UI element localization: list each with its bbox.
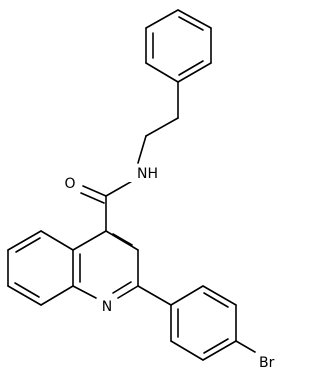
amide-group bbox=[80, 179, 135, 232]
label-bromine: Br bbox=[257, 352, 283, 371]
aryl-bond bbox=[137, 285, 172, 306]
label-oxygen: O bbox=[62, 173, 78, 192]
phenyl-ring bbox=[145, 9, 212, 83]
atom-oxygen: O bbox=[64, 176, 75, 192]
atom-amide-nh: NH bbox=[137, 166, 158, 182]
quinoline-benzo-ring bbox=[7, 230, 74, 306]
atom-ring-n: N bbox=[102, 299, 112, 315]
quinoline-pyridine-ring bbox=[72, 230, 139, 299]
atom-bromine: Br bbox=[259, 355, 275, 371]
label-ring-n: N bbox=[99, 296, 115, 315]
ethyl-linker bbox=[137, 81, 179, 164]
label-amide-nh: NH bbox=[127, 164, 158, 182]
molecule-structure: O NH N Br bbox=[7, 9, 283, 371]
bromophenyl-ring bbox=[170, 285, 256, 361]
